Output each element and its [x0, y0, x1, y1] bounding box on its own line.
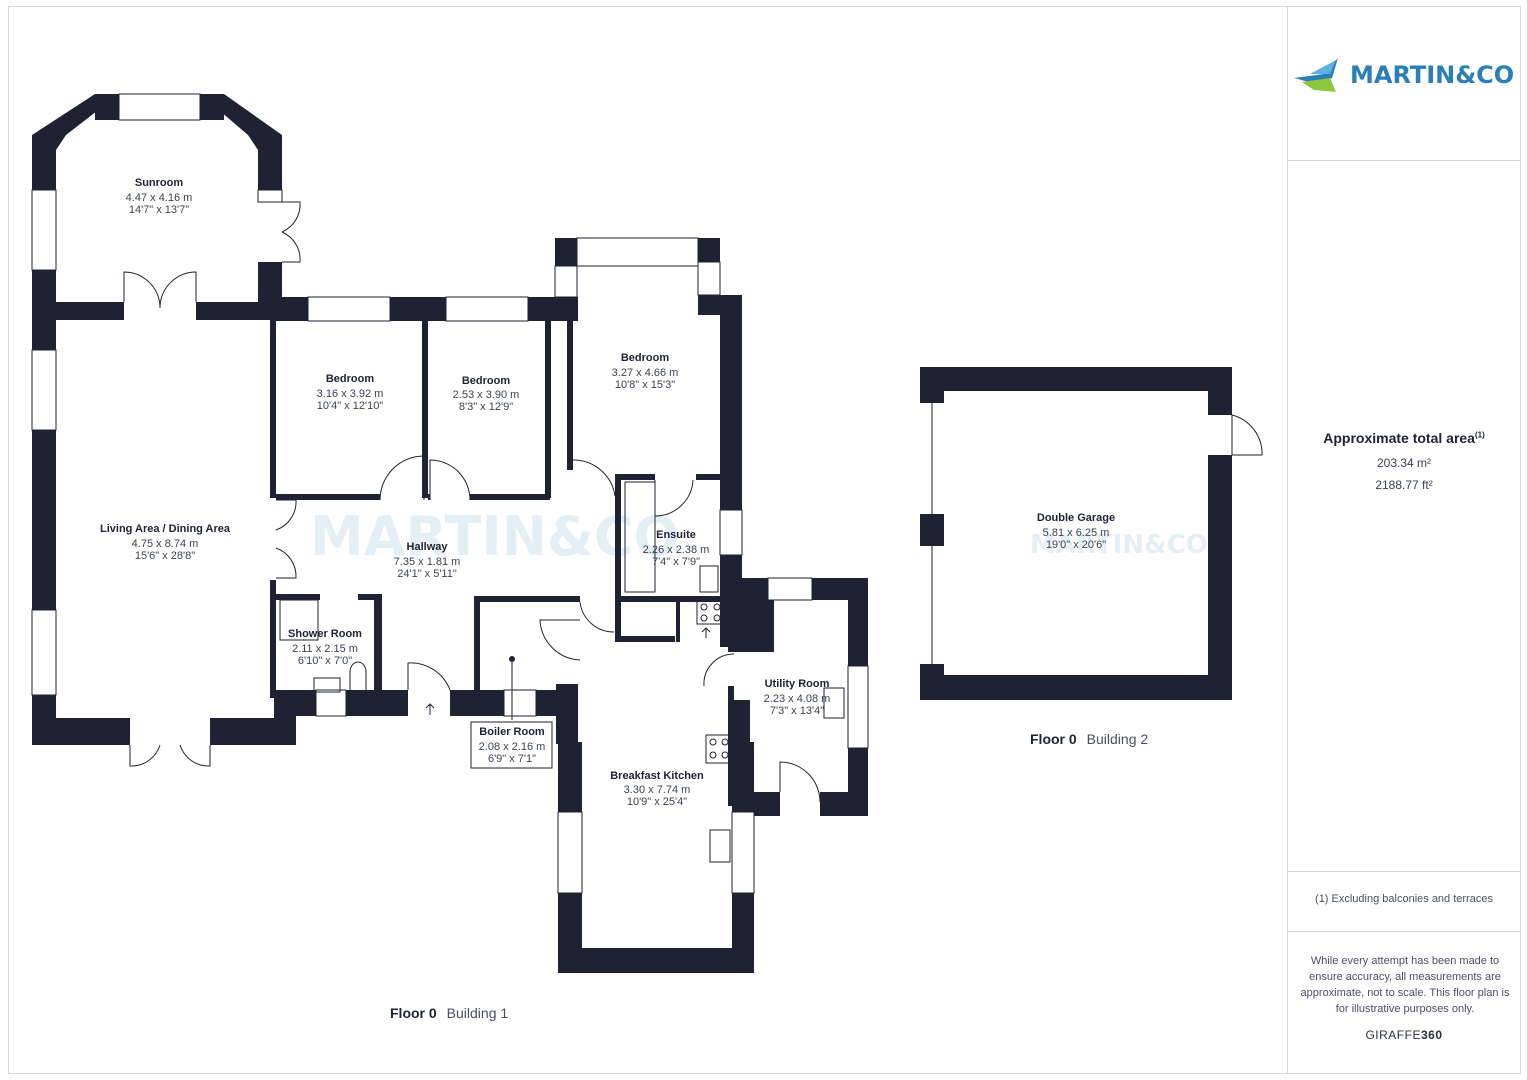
room-imperial-bedroom-2: 8'3" x 12'9" — [459, 401, 513, 413]
room-imperial-utility: 7'3" x 13'4" — [770, 705, 824, 717]
floor-label-building: Building 2 — [1086, 731, 1149, 747]
room-name-bedroom-2: Bedroom — [462, 375, 511, 387]
room-metric-kitchen: 3.30 x 7.74 m — [624, 784, 691, 796]
room-metric-utility: 2.23 x 4.08 m — [764, 693, 831, 705]
room-metric-bedroom-2: 2.53 x 3.90 m — [453, 389, 520, 401]
floor-label-floor: Floor 0 — [1030, 731, 1077, 747]
room-metric-ensuite: 2.26 x 2.38 m — [643, 544, 710, 556]
room-name-shower: Shower Room — [288, 628, 362, 640]
room-imperial-hallway: 24'1" x 5'11" — [397, 568, 457, 580]
room-metric-living: 4.75 x 8.74 m — [132, 538, 199, 550]
room-metric-garage: 5.81 x 6.25 m — [1043, 527, 1110, 539]
area-title: Approximate total area(1) — [1288, 430, 1520, 446]
disclaimer: While every attempt has been made to ens… — [1300, 955, 1510, 1015]
room-name-sunroom: Sunroom — [135, 177, 183, 189]
footnote: (1) Excluding balconies and terraces — [1315, 893, 1493, 905]
room-imperial-ensuite: 7'4" x 7'9" — [652, 556, 700, 568]
room-name-bedroom-3: Bedroom — [621, 352, 670, 364]
room-metric-shower: 2.11 x 2.15 m — [292, 643, 358, 655]
entrance-arrow-icon — [425, 627, 711, 715]
sidebar-divider-top — [1288, 160, 1520, 161]
giraffe360-brand: GIRAFFE360 — [1288, 1028, 1520, 1042]
sidebar-divider — [1287, 6, 1288, 1074]
room-name-utility: Utility Room — [765, 678, 830, 690]
room-metric-bedroom-3: 3.27 x 4.66 m — [612, 367, 679, 379]
watermark-right: MARTIN&CO — [1030, 530, 1208, 560]
room-name-bedroom-1: Bedroom — [326, 373, 375, 385]
doors — [123, 201, 1263, 803]
floor-plan: MARTIN&CO MARTIN&CO — [31, 93, 1263, 973]
room-name-ensuite: Ensuite — [656, 529, 696, 541]
martin-co-logo — [1294, 58, 1338, 92]
room-imperial-kitchen: 10'9" x 25'4" — [627, 796, 687, 808]
logo-text: MARTIN&CO — [1350, 61, 1515, 89]
area-metric: 203.34 m² — [1376, 456, 1432, 470]
windows — [31, 93, 869, 894]
room-imperial-sunroom: 14'7" x 13'7" — [129, 204, 189, 216]
page-frame — [8, 6, 1521, 1074]
sidebar-divider-low — [1288, 931, 1520, 932]
room-name-garage: Double Garage — [1037, 512, 1115, 524]
floor-label-building-2: Floor 0 Building 2 — [1030, 731, 1148, 747]
room-imperial-garage: 19'0" x 20'6" — [1046, 539, 1106, 551]
total-area-block: Approximate total area(1) 203.34 m² 2188… — [1288, 430, 1520, 492]
room-imperial-boiler: 6'9" x 7'1" — [488, 753, 536, 765]
boiler-label-box — [470, 721, 553, 769]
floor-label-building-1: Floor 0 Building 1 — [390, 1005, 508, 1021]
walls — [32, 94, 1232, 973]
room-metric-sunroom: 4.47 x 4.16 m — [126, 192, 193, 204]
room-name-kitchen: Breakfast Kitchen — [610, 770, 704, 782]
room-imperial-bedroom-1: 10'4" x 12'10" — [317, 400, 384, 412]
brand-light: GIRAFFE — [1365, 1028, 1421, 1042]
watermark-left: MARTIN&CO — [310, 505, 679, 568]
fixtures — [37, 481, 845, 863]
room-metric-bedroom-1: 3.16 x 3.92 m — [317, 388, 384, 400]
sidebar-divider-mid — [1288, 871, 1520, 872]
room-imperial-living: 15'6" x 28'8" — [135, 550, 195, 562]
room-metric-hallway: 7.35 x 1.81 m — [394, 556, 461, 568]
area-imperial: 2188.77 ft² — [1375, 478, 1433, 492]
brand-bold: 360 — [1420, 1028, 1443, 1042]
svg-text:MARTIN&CO: MARTIN&CO — [1030, 530, 1208, 560]
floor-label-floor: Floor 0 — [390, 1005, 437, 1021]
room-name-hallway: Hallway — [407, 541, 449, 553]
area-note-marker: (1) — [1474, 430, 1485, 440]
logo-bird-icon — [1294, 58, 1338, 84]
svg-text:MARTIN&CO: MARTIN&CO — [310, 505, 679, 568]
area-title-text: Approximate total area — [1323, 430, 1475, 446]
room-imperial-shower: 6'10" x 7'0" — [298, 655, 352, 667]
room-name-boiler: Boiler Room — [479, 726, 545, 738]
floor-label-building: Building 1 — [446, 1005, 509, 1021]
room-metric-boiler: 2.08 x 2.16 m — [479, 741, 546, 753]
room-name-living: Living Area / Dining Area — [100, 523, 231, 535]
room-imperial-bedroom-3: 10'8" x 15'3" — [615, 379, 675, 391]
